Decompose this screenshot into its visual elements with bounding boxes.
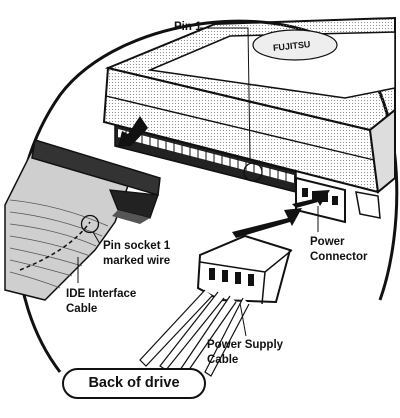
drive-logo: [252, 29, 338, 61]
power-connector-label-line2: Connector: [310, 251, 368, 263]
insert-arrow-ide: [118, 116, 148, 147]
insert-arrow-power: [232, 208, 302, 238]
pin-socket-leader: [92, 231, 101, 245]
pin1-leader: [200, 27, 251, 161]
psu-cable-label-line1: Power Supply: [207, 339, 284, 351]
pin1-label: Pin 1: [174, 21, 202, 33]
ide-cable-label-line1: IDE Interface: [66, 288, 137, 300]
psu-cable-label-line2: Cable: [207, 354, 239, 366]
insert-arrow-power-2: [292, 190, 330, 208]
pin1-marker: [243, 162, 263, 182]
power-connector-label-line1: Power: [310, 236, 345, 248]
pin-socket-marker: [80, 214, 100, 234]
marked-wire: [19, 221, 91, 271]
ide-ribbon-cable: [4, 139, 161, 301]
hard-drive: FUJITSU: [102, 16, 396, 224]
drive-logo-text: FUJITSU: [273, 39, 311, 53]
psu-leader: [239, 302, 247, 337]
ide-cable-label-line2: Cable: [66, 303, 98, 315]
pin-socket-label-line2: marked wire: [103, 255, 171, 267]
pin-socket-label-line1: Pin socket 1: [103, 240, 171, 252]
power-supply-plug: [139, 234, 293, 377]
caption-back-of-drive: Back of drive: [62, 368, 206, 399]
